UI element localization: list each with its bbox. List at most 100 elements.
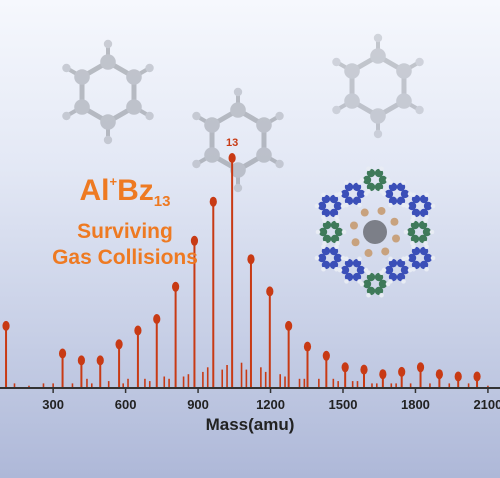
hydrogen-atom — [233, 183, 243, 193]
bond-line — [375, 98, 407, 119]
carbon-atom — [370, 48, 386, 64]
peak-marker — [341, 362, 349, 373]
cluster-hydrogen — [410, 218, 415, 224]
cluster-atom — [356, 265, 366, 275]
cluster-hydrogen — [411, 192, 416, 198]
cluster-atom — [317, 201, 327, 211]
peak-marker — [435, 369, 443, 380]
cluster-hydrogen — [314, 255, 320, 261]
cluster-hydrogen — [388, 180, 393, 185]
peak-marker — [454, 371, 462, 382]
cluster-hydrogen — [357, 202, 362, 208]
title-line-gas-collisions: Gas Collisions — [52, 246, 198, 269]
cluster-hydrogen — [334, 192, 339, 198]
cluster-hydrogen — [340, 255, 346, 261]
carbon-atom — [256, 147, 272, 163]
cluster-atom — [384, 265, 394, 275]
cluster-atom — [340, 265, 350, 275]
x-axis-label: Mass(amu) — [206, 415, 295, 434]
cluster-hydrogen — [366, 166, 371, 172]
hydrogen-atom — [332, 57, 341, 67]
cluster-atom — [360, 208, 369, 217]
cluster-hydrogen — [429, 229, 435, 235]
cluster-hydrogen — [334, 266, 339, 272]
cluster-hydrogen — [344, 180, 349, 185]
formula-count: 13 — [153, 193, 171, 210]
peak-annotation-label: 13 — [226, 137, 238, 149]
cluster-atom — [317, 253, 327, 263]
cluster-hydrogen — [337, 267, 343, 273]
hydrogen-atom — [275, 159, 284, 169]
cluster-hydrogen — [334, 214, 339, 220]
cluster-atom — [423, 201, 433, 211]
peak-marker — [190, 235, 199, 246]
cluster-atom — [381, 247, 390, 256]
hydrogen-atom — [373, 33, 383, 43]
cluster-hydrogen — [322, 218, 327, 224]
peak-marker — [266, 286, 274, 297]
cluster-atom — [333, 201, 343, 211]
hydrogen-atom — [415, 57, 424, 67]
carbon-atom — [126, 69, 142, 85]
carbon-atom — [100, 114, 116, 130]
formula-al: Al — [79, 174, 110, 207]
cluster-hydrogen — [366, 292, 371, 298]
hydrogen-atom — [192, 111, 201, 121]
peak-marker — [416, 362, 425, 373]
cluster-hydrogen — [340, 203, 346, 209]
cluster-hydrogen — [381, 191, 387, 197]
cluster-hydrogen — [404, 255, 410, 261]
carbon-atom — [230, 162, 246, 178]
cluster-atom — [423, 253, 433, 263]
cluster-hydrogen — [401, 180, 406, 185]
hydrogen-atom — [103, 39, 113, 49]
carbon-atom — [204, 147, 220, 163]
major-peak-series — [2, 153, 481, 388]
cluster-hydrogen — [379, 270, 384, 276]
peak-marker — [58, 348, 67, 359]
benzene-molecule-icon — [62, 39, 154, 145]
peak-marker — [96, 355, 104, 366]
cluster-atom — [356, 189, 366, 199]
cluster-hydrogen — [407, 267, 413, 273]
title-line-surviving: Surviving — [77, 220, 173, 243]
hydrogen-atom — [332, 105, 341, 115]
x-tick-label: 2100 — [473, 397, 500, 412]
peak-marker — [77, 355, 86, 366]
cluster-hydrogen — [424, 192, 429, 198]
x-tick-label: 1500 — [329, 397, 358, 412]
carbon-atom — [74, 99, 90, 115]
cluster-atom — [384, 189, 394, 199]
benzene-molecule-icon — [192, 87, 284, 193]
peak-marker — [473, 371, 481, 382]
bond-line — [335, 60, 354, 73]
cluster-hydrogen — [335, 218, 340, 224]
peak-marker — [153, 314, 161, 324]
cluster-atom — [378, 279, 388, 289]
cluster-hydrogen — [321, 244, 326, 250]
hydrogen-atom — [145, 111, 154, 121]
cluster-atom — [318, 227, 328, 237]
cluster-hydrogen — [379, 292, 384, 298]
cluster-hydrogen — [410, 240, 415, 246]
figure-title: Al+Bz13 Surviving Gas Collisions — [40, 165, 210, 271]
cluster-atom — [392, 234, 401, 243]
cluster-hydrogen — [423, 240, 428, 246]
cluster-hydrogen — [315, 229, 321, 235]
hydrogen-atom — [373, 129, 383, 139]
cluster-hydrogen — [423, 218, 428, 224]
formula-charge: + — [109, 174, 118, 189]
carbon-atom — [100, 54, 116, 70]
cluster-hydrogen — [335, 240, 340, 246]
cluster-hydrogen — [404, 203, 410, 209]
cluster-atom — [333, 253, 343, 263]
cluster-hydrogen — [379, 166, 384, 172]
cluster-hydrogen — [357, 279, 362, 284]
carbon-atom — [204, 117, 220, 133]
cluster-hydrogen — [407, 191, 413, 197]
cluster-atom — [422, 227, 432, 237]
hydrogen-atom — [103, 135, 113, 145]
